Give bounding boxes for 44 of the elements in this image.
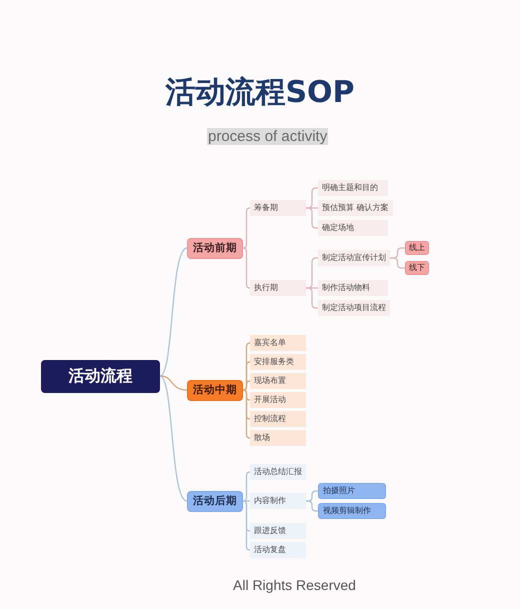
connector-line [306,187,318,209]
subtopic-box: 内容制作 [250,493,306,509]
subtopic-box: 安排服务类 [250,354,306,370]
connector-line [242,207,251,249]
leaf-topic-box: 制定活动项目流程 [318,300,390,316]
leaf-tag-box: 线上 [405,241,429,255]
subtopic-box: 活动总结汇报 [250,464,306,480]
leaf-tag-box: 视频剪辑制作 [318,503,386,519]
copyright-notice: All Rights Reserved [232,577,357,593]
subtopic-box: 活动复盘 [250,542,306,558]
connector-line [242,247,251,289]
connector-line [160,375,188,391]
subtopic-box: 执行期 [250,280,306,296]
leaf-tag-box: 拍摄照片 [318,483,386,499]
connector-line [160,376,188,502]
leaf-topic-box: 制作活动物料 [318,280,388,296]
subtopic-box: 开展活动 [250,392,306,408]
connector-line [306,500,318,512]
connector-line [242,389,251,439]
connector-line [242,471,251,502]
root-topic-box: 活动流程 [41,360,160,392]
subtopic-box: 现场布置 [250,373,306,389]
leaf-topic-box: 明确主题和目的 [318,180,388,196]
connector-line [160,248,188,376]
leaf-topic-box: 制定活动宣传计划 [318,250,390,266]
branch-topic-box: 活动中期 [187,380,243,400]
connector-line [242,380,251,391]
subtopic-box: 散场 [250,430,306,446]
connector-line [242,500,251,551]
subtopic-box: 嘉宾名单 [250,335,306,351]
leaf-topic-box: 确定场地 [318,220,388,236]
leaf-topic-box: 预估预算 确认方案 [318,200,393,216]
subtitle: process of activity [207,128,328,145]
subtopic-box: 控制流程 [250,411,306,427]
connector-line [306,490,318,502]
subtopic-box: 筹备期 [250,200,306,216]
connector-line [306,287,318,309]
branch-topic-box: 活动前期 [187,238,243,258]
branch-topic-box: 活动后期 [187,490,243,512]
title: 活动流程SOP [165,74,355,112]
subtopic-box: 跟进反馈 [250,523,306,539]
connector-line [390,257,405,269]
connector-line [306,207,318,229]
leaf-tag-box: 线下 [405,261,429,275]
